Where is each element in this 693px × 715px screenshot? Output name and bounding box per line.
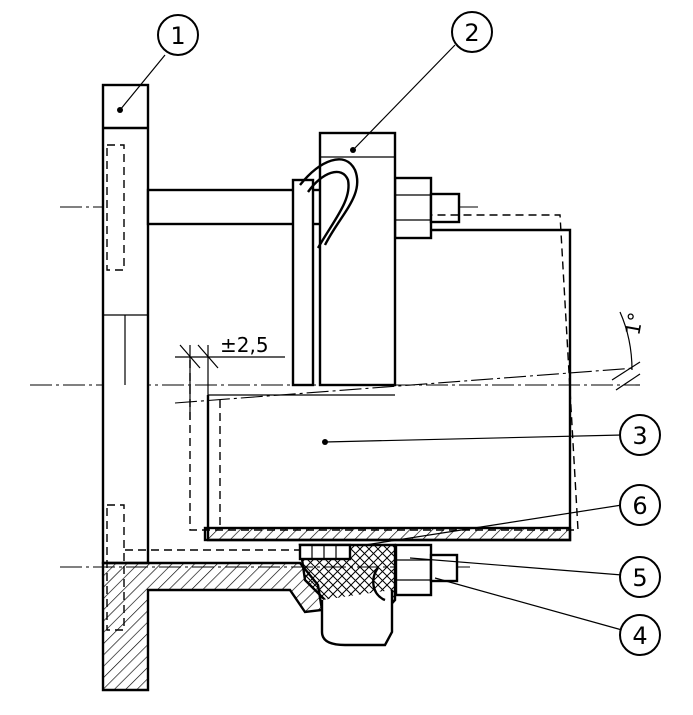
callout-6-circle <box>619 484 661 526</box>
clamp-plate <box>291 178 315 387</box>
angle-annotation: 1° <box>611 310 648 391</box>
leader-3-dot <box>322 439 328 445</box>
callout-3-circle <box>619 414 661 456</box>
angle-arc <box>619 311 633 371</box>
spring-clip-inner <box>307 170 350 249</box>
clamp-bracket <box>291 131 397 387</box>
callout-1: 1 <box>157 14 199 56</box>
tolerance-dimension: ±2,5 <box>175 333 285 420</box>
bottom-plate <box>203 526 572 542</box>
leader-5 <box>409 557 623 576</box>
callout-4-number: 4 <box>632 622 647 650</box>
callout-5: 5 <box>619 556 661 598</box>
seal-assembly <box>298 543 459 647</box>
box-tilted-outline <box>189 214 579 531</box>
tilted-axis <box>174 367 636 404</box>
callout-1-number: 1 <box>170 22 185 50</box>
lower-flange-section <box>101 561 324 692</box>
flange-plate <box>101 83 150 631</box>
angle-tick-2 <box>615 373 641 391</box>
callout-2: 2 <box>451 11 493 53</box>
hatched-bracket <box>101 561 324 692</box>
callout-2-number: 2 <box>464 19 479 47</box>
upper-hidden-hole <box>106 144 125 271</box>
callout-3: 3 <box>619 414 661 456</box>
upper-bolt-end <box>429 192 461 224</box>
rail-hook <box>372 567 386 602</box>
upper-nut <box>393 176 433 240</box>
lower-bolt-end <box>429 553 459 583</box>
tolerance-label: ±2,5 <box>220 333 269 357</box>
callout-5-circle <box>619 556 661 598</box>
callout-5-number: 5 <box>632 564 647 592</box>
dim-tick-right <box>197 344 219 369</box>
callout-1-circle <box>157 14 199 56</box>
leader-2 <box>352 44 456 151</box>
dim-tick-left <box>179 344 201 369</box>
leader-2-dot <box>350 147 356 153</box>
callout-2-circle <box>451 11 493 53</box>
seal-teeth-base <box>298 543 352 561</box>
clamp-block <box>318 131 397 387</box>
lower-nut <box>394 543 433 597</box>
spring-clip <box>299 158 359 246</box>
callout-6-number: 6 <box>632 492 647 520</box>
callout-3-number: 3 <box>632 422 647 450</box>
leader-lines <box>117 44 623 631</box>
angle-tick-1 <box>611 361 641 381</box>
angle-label: 1° <box>620 310 648 337</box>
leader-4 <box>434 577 623 631</box>
leader-6 <box>364 504 623 546</box>
callout-4-circle <box>619 614 661 656</box>
callout-6: 6 <box>619 484 661 526</box>
leader-3 <box>324 434 623 443</box>
main-box <box>125 214 579 551</box>
leader-1-dot <box>117 107 123 113</box>
leader-1 <box>119 54 166 111</box>
callout-4: 4 <box>619 614 661 656</box>
profile-rail <box>320 590 394 647</box>
